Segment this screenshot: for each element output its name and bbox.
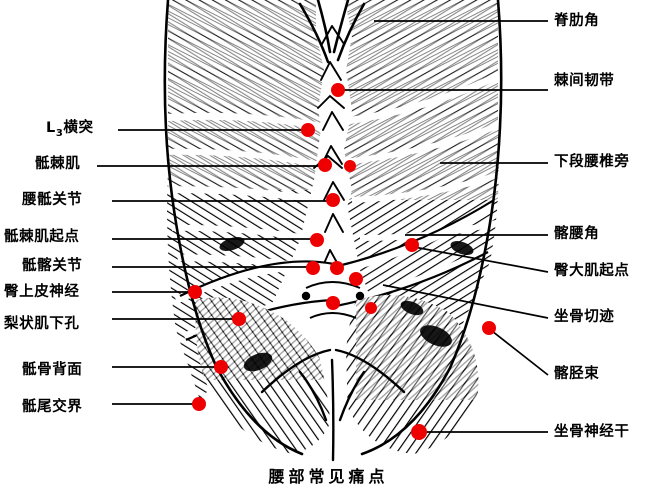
figure-caption: 腰部常见痛点 (268, 467, 389, 486)
label-lumbosacral-joint: 腰骶关节 (22, 192, 83, 208)
label-l3-transverse-process: L3横突 (46, 120, 94, 139)
pain-point-marker (331, 83, 345, 97)
leader-gluteus-maximus-origin (413, 246, 549, 273)
label-lower-lumbar-paraspinal: 下段腰椎旁 (554, 154, 630, 170)
label-costovertebral-angle: 脊肋角 (554, 13, 600, 29)
leader-sciatic-notch (382, 284, 549, 319)
pain-point-marker (365, 302, 377, 314)
label-iliolumbar-angle: 髂腰角 (554, 226, 600, 242)
pain-point-marker (310, 233, 324, 247)
label-infrapiriform-foramen: 梨状肌下孔 (4, 316, 80, 332)
label-gluteus-maximus-origin: 臀大肌起点 (554, 263, 630, 279)
pain-point-marker (326, 193, 340, 207)
pain-point-marker (344, 160, 356, 172)
pain-point-marker (482, 321, 496, 335)
pain-point-marker (214, 360, 228, 374)
pain-point-marker (192, 397, 206, 411)
pain-point-marker (326, 296, 340, 310)
label-iliotibial-band: 髂胫束 (554, 366, 600, 382)
pain-point-marker (232, 312, 246, 326)
label-superior-cluneal-nerve: 臀上皮神经 (4, 284, 80, 300)
label-sacrum-dorsal-surface: 骶骨背面 (22, 362, 83, 378)
label-sciatic-notch: 坐骨切迹 (554, 309, 615, 325)
label-erector-spinae: 骶棘肌 (35, 156, 81, 172)
label-sacrococcygeal-junction: 骶尾交界 (22, 399, 83, 415)
leader-iliotibial-band (491, 330, 549, 376)
label-sacroiliac-joint: 骶髂关节 (22, 258, 83, 274)
pain-point-marker (405, 238, 419, 252)
label-sciatic-nerve-trunk: 坐骨神经干 (554, 424, 630, 440)
pain-point-marker (349, 272, 363, 286)
label-erector-spinae-origin: 骶棘肌起点 (4, 229, 80, 245)
pain-point-marker (330, 261, 344, 275)
pain-point-marker (411, 424, 427, 440)
pain-point-marker (301, 123, 315, 137)
pain-point-marker (318, 158, 332, 172)
pain-point-marker (306, 261, 320, 275)
pain-point-marker (188, 285, 202, 299)
label-interspinous-ligament: 棘间韧带 (554, 73, 615, 89)
